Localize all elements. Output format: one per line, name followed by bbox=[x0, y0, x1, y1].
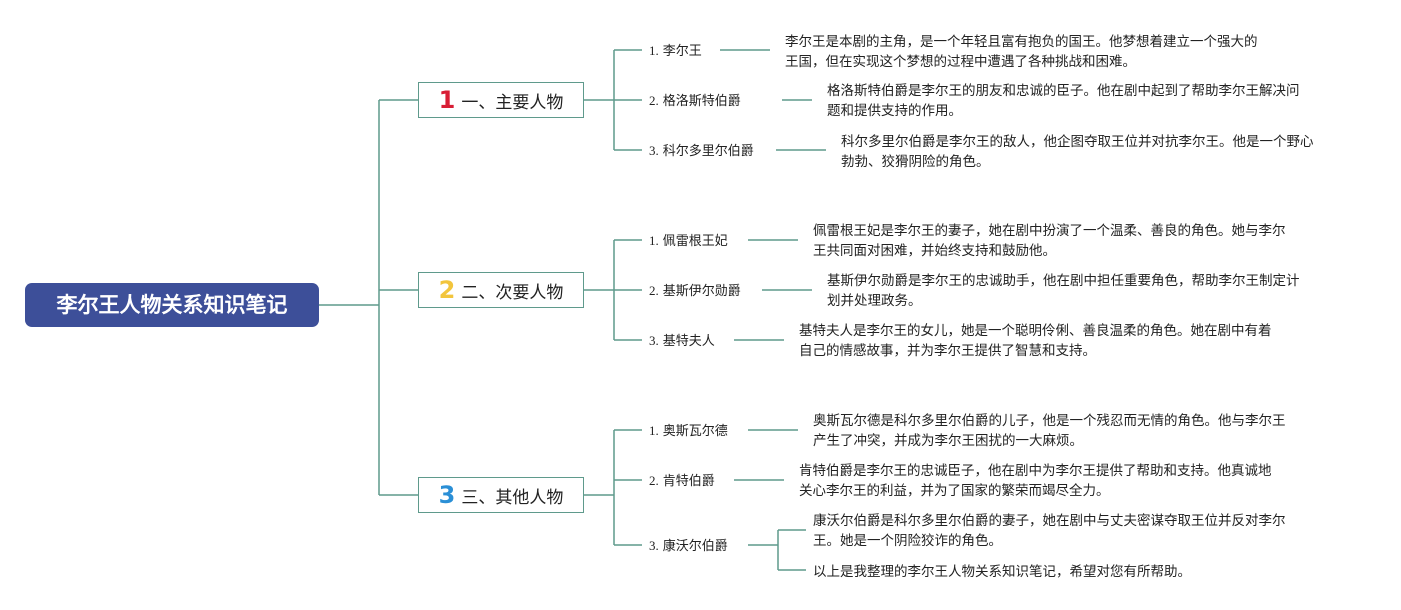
item-index: 2. bbox=[649, 93, 659, 108]
item-index: 1. bbox=[649, 233, 659, 248]
number-1-icon: 1 bbox=[438, 86, 456, 114]
description-line: 基特夫人是李尔王的女儿，她是一个聪明伶俐、善良温柔的角色。她在剧中有着 bbox=[799, 323, 1272, 339]
character-description: 康沃尔伯爵是科尔多里尔伯爵的妻子，她在剧中与丈夫密谋夺取王位并反对李尔 王。她是… bbox=[813, 511, 1286, 551]
item-index: 1. bbox=[649, 43, 659, 58]
character-node[interactable]: 1.奥斯瓦尔德 bbox=[649, 423, 728, 440]
description-line: 王国，但在实现这个梦想的过程中遭遇了各种挑战和困难。 bbox=[785, 54, 1136, 70]
character-name: 李尔王 bbox=[662, 44, 702, 59]
character-node[interactable]: 2.基斯伊尔勋爵 bbox=[649, 283, 741, 300]
root-title: 李尔王人物关系知识笔记 bbox=[56, 293, 288, 317]
description-line: 李尔王是本剧的主角，是一个年轻且富有抱负的国王。他梦想着建立一个强大的 bbox=[785, 34, 1258, 50]
section-label: 一、主要人物 bbox=[461, 92, 564, 113]
character-description: 格洛斯特伯爵是李尔王的朋友和忠诚的臣子。他在剧中起到了帮助李尔王解决问 题和提供… bbox=[827, 81, 1300, 121]
item-index: 3. bbox=[649, 143, 659, 158]
section-secondary-characters[interactable]: 2 二、次要人物 bbox=[418, 272, 584, 308]
character-node[interactable]: 3.基特夫人 bbox=[649, 333, 715, 350]
character-description: 佩雷根王妃是李尔王的妻子，她在剧中扮演了一个温柔、善良的角色。她与李尔 王共同面… bbox=[813, 221, 1286, 261]
description-line: 划并处理政务。 bbox=[827, 293, 922, 309]
section-connector bbox=[584, 429, 642, 546]
number-2-icon: 2 bbox=[438, 276, 456, 304]
description-line: 基斯伊尔勋爵是李尔王的忠诚助手，他在剧中担任重要角色，帮助李尔王制定计 bbox=[827, 273, 1300, 289]
description-line: 王共同面对困难，并始终支持和鼓励他。 bbox=[813, 243, 1056, 259]
description-line: 勃勃、狡猾阴险的角色。 bbox=[841, 154, 990, 170]
item-index: 2. bbox=[649, 473, 659, 488]
character-node[interactable]: 1.佩雷根王妃 bbox=[649, 233, 728, 250]
character-name: 基特夫人 bbox=[662, 334, 715, 349]
description-line: 肯特伯爵是李尔王的忠诚臣子，他在剧中为李尔王提供了帮助和支持。他真诚地 bbox=[799, 463, 1272, 479]
character-node[interactable]: 1.李尔王 bbox=[649, 43, 702, 60]
character-name: 肯特伯爵 bbox=[662, 474, 715, 489]
character-name: 奥斯瓦尔德 bbox=[662, 424, 728, 439]
section-other-characters[interactable]: 3 三、其他人物 bbox=[418, 477, 584, 513]
description-connector bbox=[748, 529, 806, 571]
character-node[interactable]: 3.康沃尔伯爵 bbox=[649, 538, 728, 555]
character-description: 科尔多里尔伯爵是李尔王的敌人，他企图夺取王位并对抗李尔王。他是一个野心 勃勃、狡… bbox=[841, 132, 1314, 172]
description-line: 王。她是一个阴险狡诈的角色。 bbox=[813, 533, 1002, 549]
character-name: 康沃尔伯爵 bbox=[662, 539, 728, 554]
description-line: 康沃尔伯爵是科尔多里尔伯爵的妻子，她在剧中与丈夫密谋夺取王位并反对李尔 bbox=[813, 513, 1286, 529]
character-description: 李尔王是本剧的主角，是一个年轻且富有抱负的国王。他梦想着建立一个强大的 王国，但… bbox=[785, 32, 1258, 72]
section-connector bbox=[584, 49, 642, 151]
character-node[interactable]: 2.肯特伯爵 bbox=[649, 473, 715, 490]
item-index: 3. bbox=[649, 538, 659, 553]
character-name: 格洛斯特伯爵 bbox=[662, 94, 741, 109]
root-connector bbox=[319, 99, 418, 496]
section-label: 三、其他人物 bbox=[461, 487, 564, 508]
description-line: 自己的情感故事，并为李尔王提供了智慧和支持。 bbox=[799, 343, 1096, 359]
character-description: 肯特伯爵是李尔王的忠诚臣子，他在剧中为李尔王提供了帮助和支持。他真诚地 关心李尔… bbox=[799, 461, 1272, 501]
number-3-icon: 3 bbox=[438, 481, 456, 509]
section-main-characters[interactable]: 1 一、主要人物 bbox=[418, 82, 584, 118]
item-index: 1. bbox=[649, 423, 659, 438]
root-topic[interactable]: 李尔王人物关系知识笔记 bbox=[25, 283, 319, 327]
character-description: 基特夫人是李尔王的女儿，她是一个聪明伶俐、善良温柔的角色。她在剧中有着 自己的情… bbox=[799, 321, 1272, 361]
character-name: 佩雷根王妃 bbox=[662, 234, 728, 249]
description-line: 关心李尔王的利益，并为了国家的繁荣而竭尽全力。 bbox=[799, 483, 1110, 499]
closing-note: 以上是我整理的李尔王人物关系知识笔记，希望对您有所帮助。 bbox=[813, 562, 1191, 582]
character-name: 基斯伊尔勋爵 bbox=[662, 284, 741, 299]
section-connector bbox=[584, 239, 642, 341]
character-node[interactable]: 3.科尔多里尔伯爵 bbox=[649, 143, 754, 160]
item-index: 2. bbox=[649, 283, 659, 298]
description-line: 产生了冲突，并成为李尔王困扰的一大麻烦。 bbox=[813, 433, 1083, 449]
character-name: 科尔多里尔伯爵 bbox=[662, 144, 754, 159]
description-line: 格洛斯特伯爵是李尔王的朋友和忠诚的臣子。他在剧中起到了帮助李尔王解决问 bbox=[827, 83, 1300, 99]
description-line: 奥斯瓦尔德是科尔多里尔伯爵的儿子，他是一个残忍而无情的角色。他与李尔王 bbox=[813, 413, 1286, 429]
character-description: 基斯伊尔勋爵是李尔王的忠诚助手，他在剧中担任重要角色，帮助李尔王制定计 划并处理… bbox=[827, 271, 1300, 311]
section-label: 二、次要人物 bbox=[461, 282, 564, 303]
character-description: 奥斯瓦尔德是科尔多里尔伯爵的儿子，他是一个残忍而无情的角色。他与李尔王 产生了冲… bbox=[813, 411, 1286, 451]
description-line: 佩雷根王妃是李尔王的妻子，她在剧中扮演了一个温柔、善良的角色。她与李尔 bbox=[813, 223, 1286, 239]
description-line: 以上是我整理的李尔王人物关系知识笔记，希望对您有所帮助。 bbox=[813, 564, 1191, 580]
description-line: 科尔多里尔伯爵是李尔王的敌人，他企图夺取王位并对抗李尔王。他是一个野心 bbox=[841, 134, 1314, 150]
item-index: 3. bbox=[649, 333, 659, 348]
character-node[interactable]: 2.格洛斯特伯爵 bbox=[649, 93, 741, 110]
description-line: 题和提供支持的作用。 bbox=[827, 103, 962, 119]
